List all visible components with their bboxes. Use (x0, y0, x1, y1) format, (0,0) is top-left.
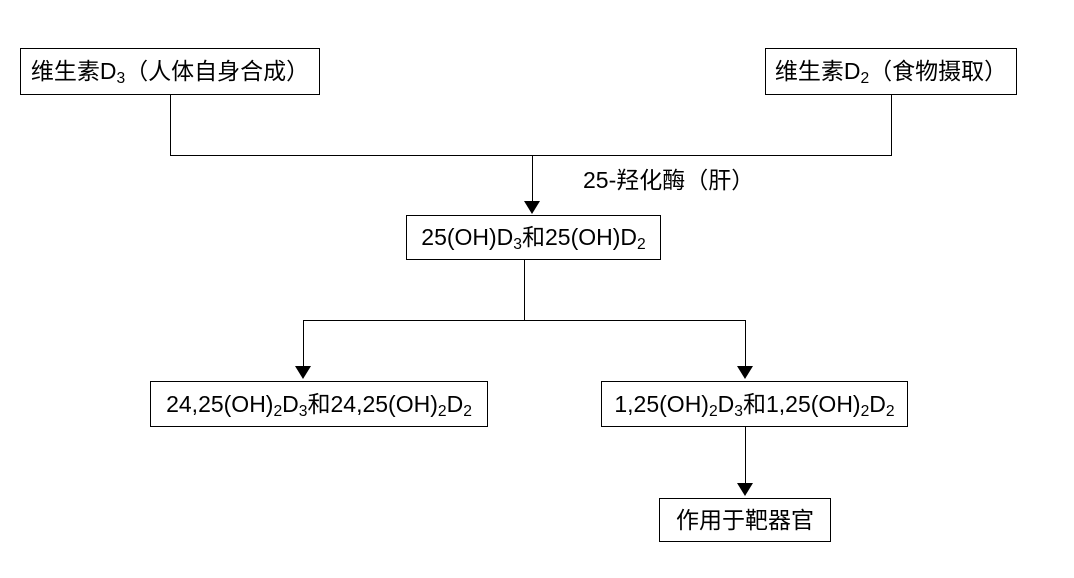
node-target-organ-label: 作用于靶器官 (676, 506, 814, 533)
connector-split-horizontal (303, 320, 746, 321)
node-1-25-oh2-d-label: 1,25(OH)2D3和1,25(OH)2D2 (614, 390, 895, 420)
connector-1-25-to-target (745, 427, 746, 485)
edge-label-hydroxylase: 25-羟化酶（肝） (583, 167, 755, 193)
connector-merge-horizontal (170, 155, 892, 156)
node-vitamin-d3[interactable]: 维生素D3（人体自身合成） (20, 48, 320, 95)
arrowhead-into-1-25-oh2-d (737, 366, 753, 379)
connector-d3-vertical (170, 95, 171, 156)
connector-split-to-24-25 (303, 320, 304, 368)
arrowhead-into-24-25-oh2-d (295, 366, 311, 379)
node-25-oh-d-label: 25(OH)D3和25(OH)D2 (421, 224, 646, 254)
node-24-25-oh2-d-label: 24,25(OH)2D3和24,25(OH)2D2 (166, 390, 472, 420)
node-target-organ[interactable]: 作用于靶器官 (659, 498, 831, 542)
connector-merge-to-25oh (532, 155, 533, 203)
arrowhead-into-target-organ (737, 483, 753, 496)
node-24-25-oh2-d[interactable]: 24,25(OH)2D3和24,25(OH)2D2 (150, 381, 488, 427)
connector-split-to-1-25 (745, 320, 746, 368)
node-vitamin-d2[interactable]: 维生素D2（食物摄取） (765, 48, 1017, 95)
connector-25oh-to-split (524, 260, 525, 320)
arrowhead-into-25-oh-d (524, 201, 540, 214)
connector-d2-vertical (891, 95, 892, 156)
node-25-oh-d[interactable]: 25(OH)D3和25(OH)D2 (406, 215, 661, 260)
node-vitamin-d3-label: 维生素D3（人体自身合成） (30, 58, 310, 88)
node-1-25-oh2-d[interactable]: 1,25(OH)2D3和1,25(OH)2D2 (601, 381, 908, 427)
node-vitamin-d2-label: 维生素D2（食物摄取） (774, 58, 1008, 88)
